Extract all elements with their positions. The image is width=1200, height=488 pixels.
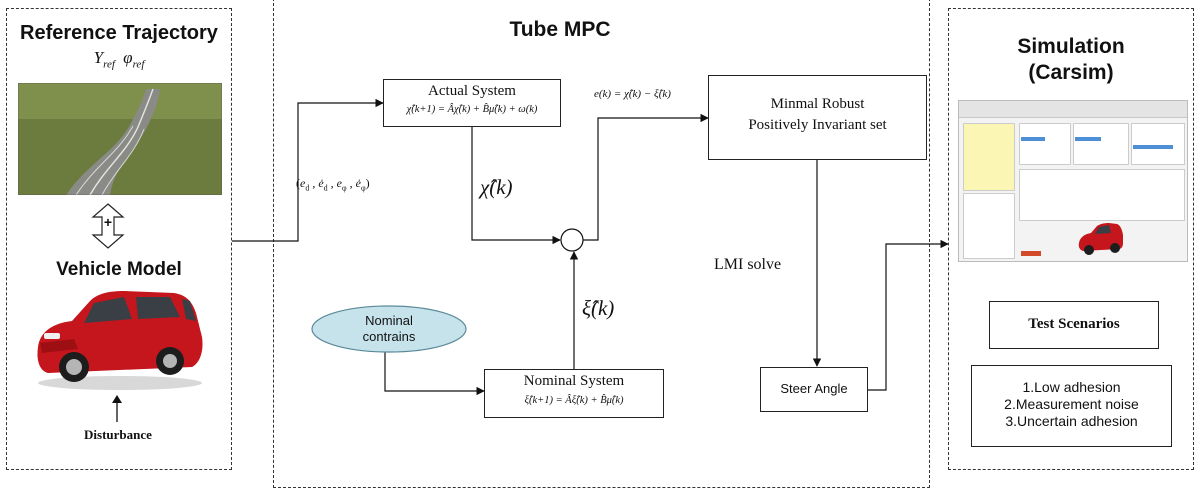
- carsim-panel-2: [1073, 123, 1129, 165]
- carsim-highlight-1: [1021, 137, 1045, 141]
- nominal-constraints-line1: Nominal: [365, 313, 413, 328]
- nominal-system-title: Nominal System: [523, 373, 625, 389]
- error-vector-label: (ed , ėd , eφ , ėφ): [296, 176, 370, 193]
- nominal-constraints-line2: contrains: [362, 329, 416, 344]
- nominal-constraints-ellipse: [311, 305, 467, 353]
- simulation-title-line1: Simulation: [1017, 35, 1125, 58]
- nominal-constraints-label: Nominal contrains: [310, 313, 468, 345]
- error-equation: e(k) = χ̂(k) − ξ̂(k): [594, 88, 671, 100]
- scenario-item-2: 2.Measurement noise: [1004, 396, 1139, 412]
- carsim-highlight-2: [1075, 137, 1101, 141]
- carsim-panel-1: [1019, 123, 1071, 165]
- mrpi-line2: Positively Invariant set: [748, 117, 887, 133]
- simulation-title: Simulation (Carsim): [948, 34, 1194, 86]
- steer-angle-block: Steer Angle: [760, 367, 868, 412]
- arrow-constraints-to-nominal: [384, 352, 485, 396]
- simulation-panel: [948, 8, 1194, 470]
- tube-mpc-title: Tube MPC: [509, 18, 611, 41]
- reference-symbols: Yref φref: [93, 48, 145, 71]
- chi-hat-label: χ̂(k): [480, 175, 513, 199]
- lmi-solve-label: LMI solve: [714, 256, 782, 273]
- disturbance-label: Disturbance: [84, 427, 152, 442]
- carsim-notes-pane: [963, 123, 1015, 191]
- mrpi-line1: Minmal Robust: [770, 96, 865, 112]
- actual-system-title: Actual System: [428, 83, 516, 99]
- carsim-list-pane: [963, 193, 1015, 259]
- double-arrow-icon: [91, 203, 125, 249]
- vehicle-model-title: Vehicle Model: [56, 259, 182, 280]
- nominal-system-block: Nominal System ξ̂(k+1) = Âξ̂(k) + B̂μ̂(k…: [484, 369, 664, 418]
- carsim-panel-3: [1131, 123, 1185, 165]
- xi-hat-label: ξ̂(k): [582, 296, 615, 320]
- mrpi-block: Minmal Robust Positively Invariant set: [708, 75, 927, 160]
- disturbance-arrow: [112, 395, 122, 422]
- carsim-form-area: [1019, 169, 1185, 221]
- scenario-item-1: 1.Low adhesion: [1022, 379, 1121, 395]
- plus-sign: +: [103, 214, 113, 230]
- simulation-title-line2: (Carsim): [1028, 61, 1114, 84]
- carsim-logo-mark: [1021, 251, 1041, 256]
- test-scenarios-title: Test Scenarios: [1028, 316, 1120, 332]
- road-image: [18, 83, 222, 195]
- scenario-list-box: 1.Low adhesion 2.Measurement noise 3.Unc…: [971, 365, 1172, 447]
- summing-junction: [560, 228, 584, 252]
- actual-system-equation: χ̂(k+1) = Âχ̂(k) + B̂μ̂(k) + ω(k): [406, 104, 538, 115]
- left-panel: [6, 8, 232, 470]
- test-scenarios-box: Test Scenarios: [989, 301, 1159, 349]
- carsim-highlight-3: [1133, 145, 1173, 149]
- scenario-item-3: 3.Uncertain adhesion: [1005, 413, 1138, 429]
- arrow-chi-to-junction: [471, 127, 561, 245]
- carsim-toolbar: [959, 101, 1187, 118]
- steer-angle-label: Steer Angle: [780, 381, 848, 396]
- nominal-system-equation: ξ̂(k+1) = Âξ̂(k) + B̂μ̂(k): [524, 395, 624, 406]
- red-car-image: [37, 291, 203, 390]
- arrow-steer-to-simulation: [868, 239, 949, 391]
- carsim-screenshot: [958, 100, 1188, 262]
- arrow-junction-to-mrpi: [583, 113, 709, 241]
- actual-system-block: Actual System χ̂(k+1) = Âχ̂(k) + B̂μ̂(k)…: [383, 79, 561, 127]
- carsim-car-thumbnail: [1078, 223, 1123, 255]
- arrow-to-actual-system: [232, 98, 384, 242]
- reference-trajectory-title: Reference Trajectory: [20, 22, 218, 44]
